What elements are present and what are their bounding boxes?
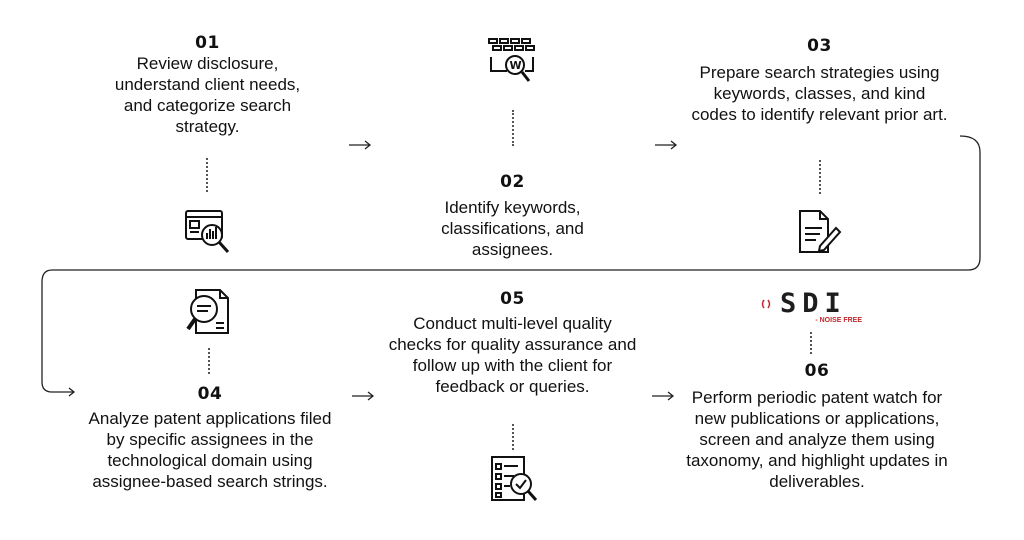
dotted-connector xyxy=(810,332,812,354)
step-description: Prepare search strategies using keywords… xyxy=(687,62,952,125)
dotted-connector xyxy=(512,424,514,450)
step-05: 05 Conduct multi-level quality checks fo… xyxy=(385,289,640,397)
step-description: Conduct multi-level quality checks for q… xyxy=(385,313,640,397)
step-number: 05 xyxy=(385,289,640,309)
step-number: 04 xyxy=(80,384,340,404)
sdi-brand: SDI xyxy=(780,288,847,319)
step-description: Identify keywords, classifications, and … xyxy=(395,197,630,260)
sdi-logo: SDI - NOISE FREE xyxy=(756,286,866,326)
arrow-05-06 xyxy=(652,392,673,400)
checklist-search-icon xyxy=(488,454,540,504)
arrow-04-05 xyxy=(352,392,373,400)
arrow-01-02 xyxy=(349,141,370,149)
step-01: 01 Review disclosure, understand client … xyxy=(80,33,335,137)
step-03: 03 Prepare search strategies using keywo… xyxy=(687,36,952,125)
step-04: 04 Analyze patent applications filed by … xyxy=(80,384,340,492)
step-02: 02 Identify keywords, classifications, a… xyxy=(395,172,630,260)
sdi-tagline: - NOISE FREE xyxy=(800,317,862,324)
step-06: 06 Perform periodic patent watch for new… xyxy=(682,361,952,492)
dotted-connector xyxy=(208,348,210,374)
step-number: 02 xyxy=(395,172,630,192)
dotted-connector xyxy=(512,110,514,146)
document-edit-icon xyxy=(796,208,842,256)
document-search-icon xyxy=(186,287,234,337)
step-number: 06 xyxy=(682,361,952,381)
step-number: 01 xyxy=(80,33,335,53)
step-description: Review disclosure, understand client nee… xyxy=(80,53,335,137)
step-number: 03 xyxy=(687,36,952,56)
web-search-icon: W xyxy=(487,37,539,85)
svg-text:W: W xyxy=(510,59,522,72)
dotted-connector xyxy=(206,158,208,192)
dotted-connector xyxy=(819,160,821,194)
step-description: Perform periodic patent watch for new pu… xyxy=(682,387,952,492)
step-description: Analyze patent applications filed by spe… xyxy=(80,408,340,492)
analytics-screen-icon xyxy=(184,208,232,256)
arrow-02-03 xyxy=(655,141,676,149)
